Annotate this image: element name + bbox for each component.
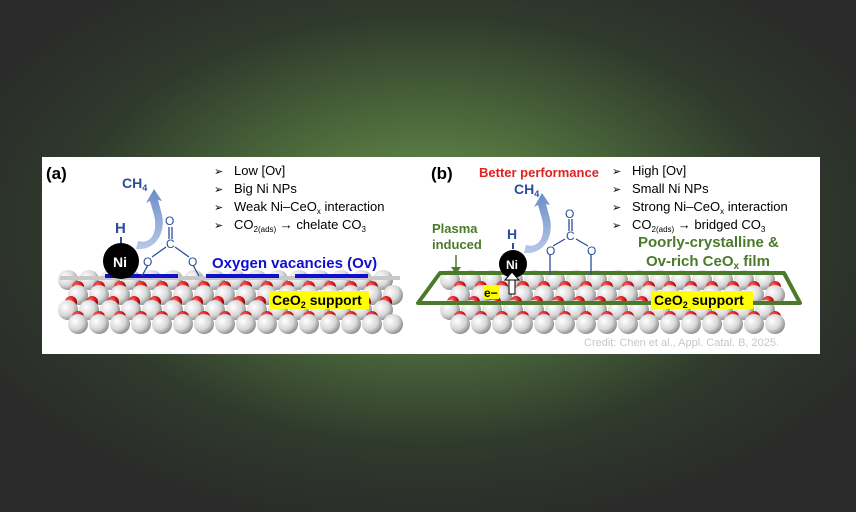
support-label-bg-a	[269, 291, 369, 309]
bullet-list-a: ➢ Low [Ov] ➢ Big Ni NPs ➢ Weak Ni–CeOx intera…	[214, 163, 384, 234]
h-atom-b: H	[507, 226, 517, 242]
ch4-arrow-a	[136, 189, 163, 250]
lattice-b-ce-atom	[450, 314, 470, 334]
panel-b: (b) Better performance Plasma induced Po…	[416, 163, 802, 349]
figure-svg: (a) Oxygen vacancies (Ov) CeO2 support N…	[46, 163, 802, 349]
bridged-co3	[549, 219, 592, 275]
lattice-b-ce-atom	[597, 314, 617, 334]
credit-text: Credit: Chen et al., Appl. Catal. B, 202…	[584, 337, 779, 349]
lattice-b-ce-atom	[744, 314, 764, 334]
panel-b-label: (b)	[431, 164, 453, 183]
panel-a: (a) Oxygen vacancies (Ov) CeO2 support N…	[46, 163, 403, 334]
bullet-b-arrow-icon: ➢	[612, 184, 621, 196]
bullet-b-item: Small Ni NPs	[632, 181, 709, 196]
bullet-a-item: Weak Ni–CeOx interaction	[234, 199, 384, 216]
lattice-a-ce-atom	[194, 314, 214, 334]
bullet-a-arrow-icon: ➢	[214, 220, 223, 232]
bullet-a-arrow-icon: ➢	[214, 202, 223, 214]
co3-o-top-b: O	[565, 207, 574, 221]
film-label-1: Poorly-crystalline &	[638, 234, 779, 251]
ceo2-lattice-b	[440, 270, 785, 334]
electron-badge	[483, 285, 499, 299]
lattice-b-ce-atom	[576, 314, 596, 334]
lattice-a-ce-atom	[152, 314, 172, 334]
lattice-b-ce-atom	[618, 314, 638, 334]
co3-o-left-b: O	[546, 244, 555, 258]
bullet-a-arrow-icon: ➢	[214, 166, 223, 178]
bullet-a-item: CO2(ads) → chelate CO3	[234, 217, 366, 234]
bullet-a-item: Big Ni NPs	[234, 181, 297, 196]
lattice-a-ce-atom	[383, 314, 403, 334]
plasma-label-1: Plasma	[432, 221, 478, 236]
ni-label-a: Ni	[113, 254, 127, 270]
lattice-a-ce-atom	[373, 300, 393, 320]
lattice-b-ce-atom	[681, 314, 701, 334]
vacancy-label: Oxygen vacancies (Ov)	[212, 255, 377, 272]
vacancy-bar-3	[295, 274, 368, 278]
co3-c-b: C	[566, 229, 575, 243]
ni-particle-b	[499, 250, 527, 278]
bullet-list-b: ➢ High [Ov] ➢ Small Ni NPs ➢ Strong Ni–CeOx i…	[612, 163, 788, 234]
bullet-a-item: Low [Ov]	[234, 163, 285, 178]
chelate-co3	[141, 227, 200, 277]
lattice-a-ce-atom	[320, 314, 340, 334]
figure-panel: (a) Oxygen vacancies (Ov) CeO2 support N…	[42, 157, 820, 354]
bullet-b-item: CO2(ads) → bridged CO3	[632, 217, 766, 234]
lattice-a-ce-atom	[236, 314, 256, 334]
lattice-a-ce-atom	[215, 314, 235, 334]
bullet-b-arrow-icon: ➢	[612, 202, 621, 214]
lattice-b-ce-atom	[492, 314, 512, 334]
lattice-b-ce-atom	[534, 314, 554, 334]
plasma-arrow-head	[451, 267, 461, 274]
bullet-b-arrow-icon: ➢	[612, 166, 621, 178]
co3-o-top-a: O	[165, 214, 174, 228]
lattice-a-ce-atom	[257, 314, 277, 334]
lattice-a-ce-atom	[341, 314, 361, 334]
lattice-b-ce-atom	[555, 314, 575, 334]
lattice-b-ce-atom	[639, 314, 659, 334]
lattice-a-ce-atom	[278, 314, 298, 334]
lattice-a-ce-atom	[110, 314, 130, 334]
co3-c-a: C	[166, 237, 175, 251]
support-label-a: CeO2 support	[272, 292, 362, 310]
ni-particle-a	[103, 243, 139, 279]
bullet-a-arrow-icon: ➢	[214, 184, 223, 196]
panel-a-label: (a)	[46, 164, 67, 183]
vacancy-bar-1	[105, 274, 178, 278]
electron-label: e−	[484, 286, 498, 300]
better-performance-label: Better performance	[479, 165, 599, 180]
lattice-a-ce-atom	[89, 314, 109, 334]
ch4-label-a: CH4	[122, 175, 147, 193]
bullet-b-item: High [Ov]	[632, 163, 686, 178]
lattice-a-ce-atom	[131, 314, 151, 334]
lattice-a-ce-atom	[68, 314, 88, 334]
ni-label-b: Ni	[506, 258, 518, 272]
lattice-b-ce-atom	[765, 314, 785, 334]
lattice-b-ce-atom	[660, 314, 680, 334]
ch4-arrow-b	[524, 193, 551, 254]
h-atom-a: H	[115, 220, 126, 237]
lattice-b-ce-atom	[723, 314, 743, 334]
lattice-a-ce-atom	[173, 314, 193, 334]
ch4-label-b: CH4	[514, 181, 539, 199]
plasma-label-2: induced	[432, 237, 482, 252]
co3-o-right-b: O	[587, 244, 596, 258]
bullet-b-arrow-icon: ➢	[612, 220, 621, 232]
vacancy-bar-2	[206, 274, 279, 278]
lattice-b-ce-atom	[471, 314, 491, 334]
film-label-2: Ov-rich CeOx film	[646, 253, 770, 272]
support-label-b: CeO2 support	[654, 292, 744, 310]
support-label-bg-b	[651, 291, 753, 309]
co3-o-right-a: O	[188, 255, 197, 269]
electron-arrow-head	[503, 271, 521, 281]
lattice-b-ce-atom	[702, 314, 722, 334]
lattice-a-ce-atom	[299, 314, 319, 334]
lattice-a-ce-atom	[362, 314, 382, 334]
co3-o-left-a: O	[143, 255, 152, 269]
lattice-b-ce-atom	[513, 314, 533, 334]
bullet-b-item: Strong Ni–CeOx interaction	[632, 199, 788, 216]
